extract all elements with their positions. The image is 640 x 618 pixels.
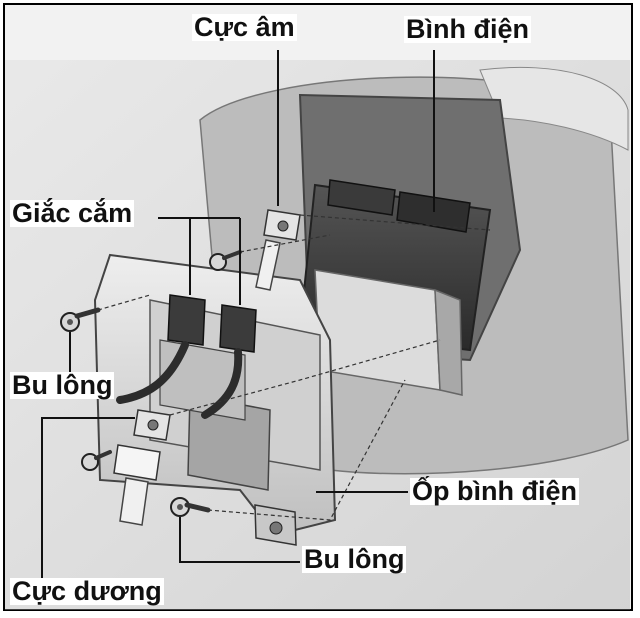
label-bolt-left: Bu lông [10,370,115,400]
positive-terminal-illustration [113,409,171,526]
label-connectors: Giắc cắm [10,198,135,228]
connectors-illustration [116,294,257,419]
leader-lines [41,50,435,578]
negative-terminal-illustration [255,209,301,291]
bolt-icon [81,450,112,471]
label-negative-terminal: Cực âm [192,12,297,42]
bolt-icon [170,497,211,517]
label-battery-cover: Ốp bình điện [410,476,579,506]
label-battery: Bình điện [404,14,531,44]
bolt-icon [60,307,101,332]
label-positive-terminal: Cực dương [10,576,164,606]
label-bolt-bottom: Bu lông [302,544,407,574]
assembly-lines [97,214,491,521]
bolt-icon [209,250,242,271]
